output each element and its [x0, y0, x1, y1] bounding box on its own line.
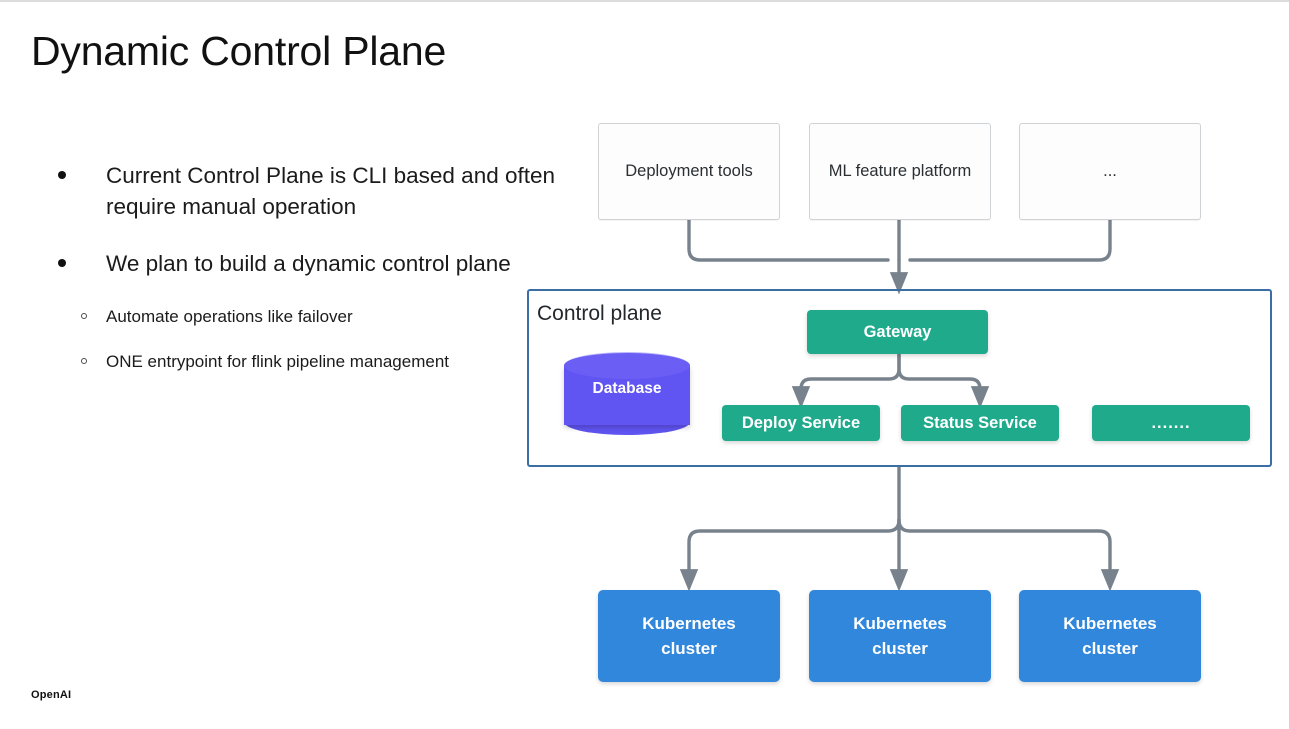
page-title: Dynamic Control Plane	[31, 28, 447, 74]
source-box-deployment-tools-label: Deployment tools	[625, 162, 753, 180]
bullet-marker-filled-icon	[58, 259, 66, 267]
service-box-status[interactable]: Status Service	[901, 405, 1059, 441]
bullet-list: Current Control Plane is CLI based and o…	[50, 160, 590, 395]
cylinder-top-icon	[564, 352, 690, 379]
kubernetes-cluster-box-3-line1: Kubernetes	[1063, 614, 1157, 633]
bullet-item-2: We plan to build a dynamic control plane	[50, 248, 590, 279]
source-box-ellipsis[interactable]: ...	[1019, 123, 1201, 220]
database-cylinder[interactable]: Database	[564, 352, 690, 435]
control-plane-panel	[527, 289, 1272, 467]
kubernetes-cluster-box-1-line1: Kubernetes	[642, 614, 736, 633]
source-box-ml-feature-platform[interactable]: ML feature platform	[809, 123, 991, 220]
kubernetes-cluster-box-1[interactable]: Kubernetes cluster	[598, 590, 780, 682]
footer-logo: OpenAI	[31, 689, 72, 701]
kubernetes-cluster-box-2-line2: cluster	[872, 639, 928, 658]
sub-bullet-item-1: Automate operations like failover	[50, 305, 590, 329]
bullet-marker-hollow-icon	[81, 358, 87, 364]
bullet-item-1: Current Control Plane is CLI based and o…	[50, 160, 590, 222]
gateway-box[interactable]: Gateway	[807, 310, 988, 354]
control-plane-label: Control plane	[537, 302, 662, 325]
kubernetes-cluster-box-2-line1: Kubernetes	[853, 614, 947, 633]
source-box-deployment-tools[interactable]: Deployment tools	[598, 123, 780, 220]
bullet-marker-filled-icon	[58, 171, 66, 179]
service-box-deploy[interactable]: Deploy Service	[722, 405, 880, 441]
database-label: Database	[592, 380, 662, 397]
service-box-ellipsis-label: .......	[1151, 413, 1191, 432]
kubernetes-cluster-box-2[interactable]: Kubernetes cluster	[809, 590, 991, 682]
bullet-marker-hollow-icon	[81, 313, 87, 319]
bullet-item-1-label: Current Control Plane is CLI based and o…	[106, 163, 556, 219]
kubernetes-cluster-box-1-line2: cluster	[661, 639, 717, 658]
sub-bullet-item-2: ONE entrypoint for flink pipeline manage…	[50, 350, 590, 374]
sub-bullet-item-2-label: ONE entrypoint for flink pipeline manage…	[106, 352, 450, 371]
kubernetes-cluster-box-3[interactable]: Kubernetes cluster	[1019, 590, 1201, 682]
service-box-status-label: Status Service	[923, 413, 1037, 432]
service-box-ellipsis[interactable]: .......	[1092, 405, 1250, 441]
sub-bullet-item-1-label: Automate operations like failover	[106, 307, 353, 326]
gateway-label: Gateway	[863, 322, 932, 341]
service-box-deploy-label: Deploy Service	[741, 413, 861, 432]
bullet-item-2-label: We plan to build a dynamic control plane	[106, 251, 511, 276]
sub-bullet-list: Automate operations like failover ONE en…	[50, 305, 590, 374]
kubernetes-cluster-box-3-line2: cluster	[1082, 639, 1138, 658]
source-box-ellipsis-label: ...	[1103, 162, 1117, 180]
source-box-ml-feature-platform-label: ML feature platform	[828, 162, 972, 180]
